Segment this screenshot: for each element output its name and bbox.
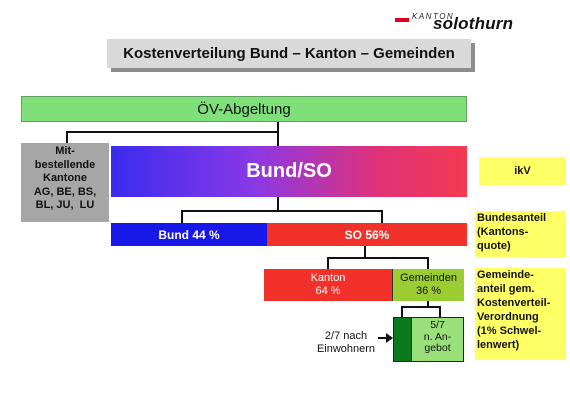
bund-so-box: Bund/SO [111, 146, 467, 197]
kanton-64-box: Kanton 64 % [264, 269, 392, 301]
note-line-2: Einwohnern [316, 342, 376, 355]
so-56-box: SO 56% [267, 223, 467, 246]
bund-44-box: Bund 44 % [111, 223, 267, 246]
kanton-label: Kanton [310, 272, 346, 284]
note-line-1: 2/7 nach [324, 330, 368, 342]
gemeinden-percent: 36 % [415, 285, 442, 297]
gemeindeanteil-label: Gemeinde- anteil gem. Kostenverteil- Ver… [475, 268, 566, 360]
gemeindeanteil-line-2: anteil gem. [477, 283, 535, 295]
gemeindeanteil-line-1: Gemeinde- [477, 269, 534, 281]
mit-line-3: Kantone [43, 172, 87, 184]
angebot-share-box: 5/7 n. An- gebot [412, 317, 464, 362]
mit-line-4: AG, BE, BS, [33, 185, 97, 198]
kanton-percent: 64 % [315, 285, 341, 297]
gemeindeanteil-line-4: Verordnung [477, 311, 539, 323]
logo-stripe [395, 18, 409, 22]
gemeindeanteil-line-5: (1% Schwel- [477, 325, 542, 337]
share-57-line-1: 5/7 [430, 319, 445, 331]
gemeinden-36-box: Gemeinden 36 % [392, 269, 464, 301]
mit-line-1: Mit- [55, 145, 75, 157]
gemeindeanteil-line-3: Kostenverteil- [477, 297, 551, 309]
einwohner-note: 2/7 nach Einwohnern [311, 330, 381, 355]
share-57-line-2: n. An- [423, 330, 452, 343]
logo-kanton-text: KANTON [412, 12, 455, 21]
bundesanteil-line-1: Bundesanteil [477, 212, 547, 224]
bundesanteil-line-3: quote) [477, 240, 511, 252]
logo-solothurn-text: solothurn [433, 14, 514, 33]
share-57-line-3: gebot [424, 342, 451, 354]
ikv-label: ikV [479, 157, 566, 185]
page-title: Kostenverteilung Bund – Kanton – Gemeind… [107, 39, 471, 68]
mitbestellende-kantone-box: Mit- bestellende Kantone AG, BE, BS, BL,… [21, 143, 109, 222]
bundesanteil-line-2: (Kantons- [477, 226, 529, 238]
kanton-solothurn-logo: KANTON solothurn [395, 12, 535, 34]
bundesanteil-label: Bundesanteil (Kantons- quote) [475, 211, 566, 258]
arrow-head-icon [386, 333, 393, 343]
ov-abgeltung-box: ÖV-Abgeltung [21, 96, 467, 122]
mit-line-2: bestellende [34, 158, 96, 171]
mit-line-5: BL, JU, LU [35, 199, 95, 211]
gemeindeanteil-line-6: lenwert) [477, 339, 520, 351]
gemeinden-label: Gemeinden [400, 272, 457, 284]
einwohner-share-box [393, 317, 412, 362]
